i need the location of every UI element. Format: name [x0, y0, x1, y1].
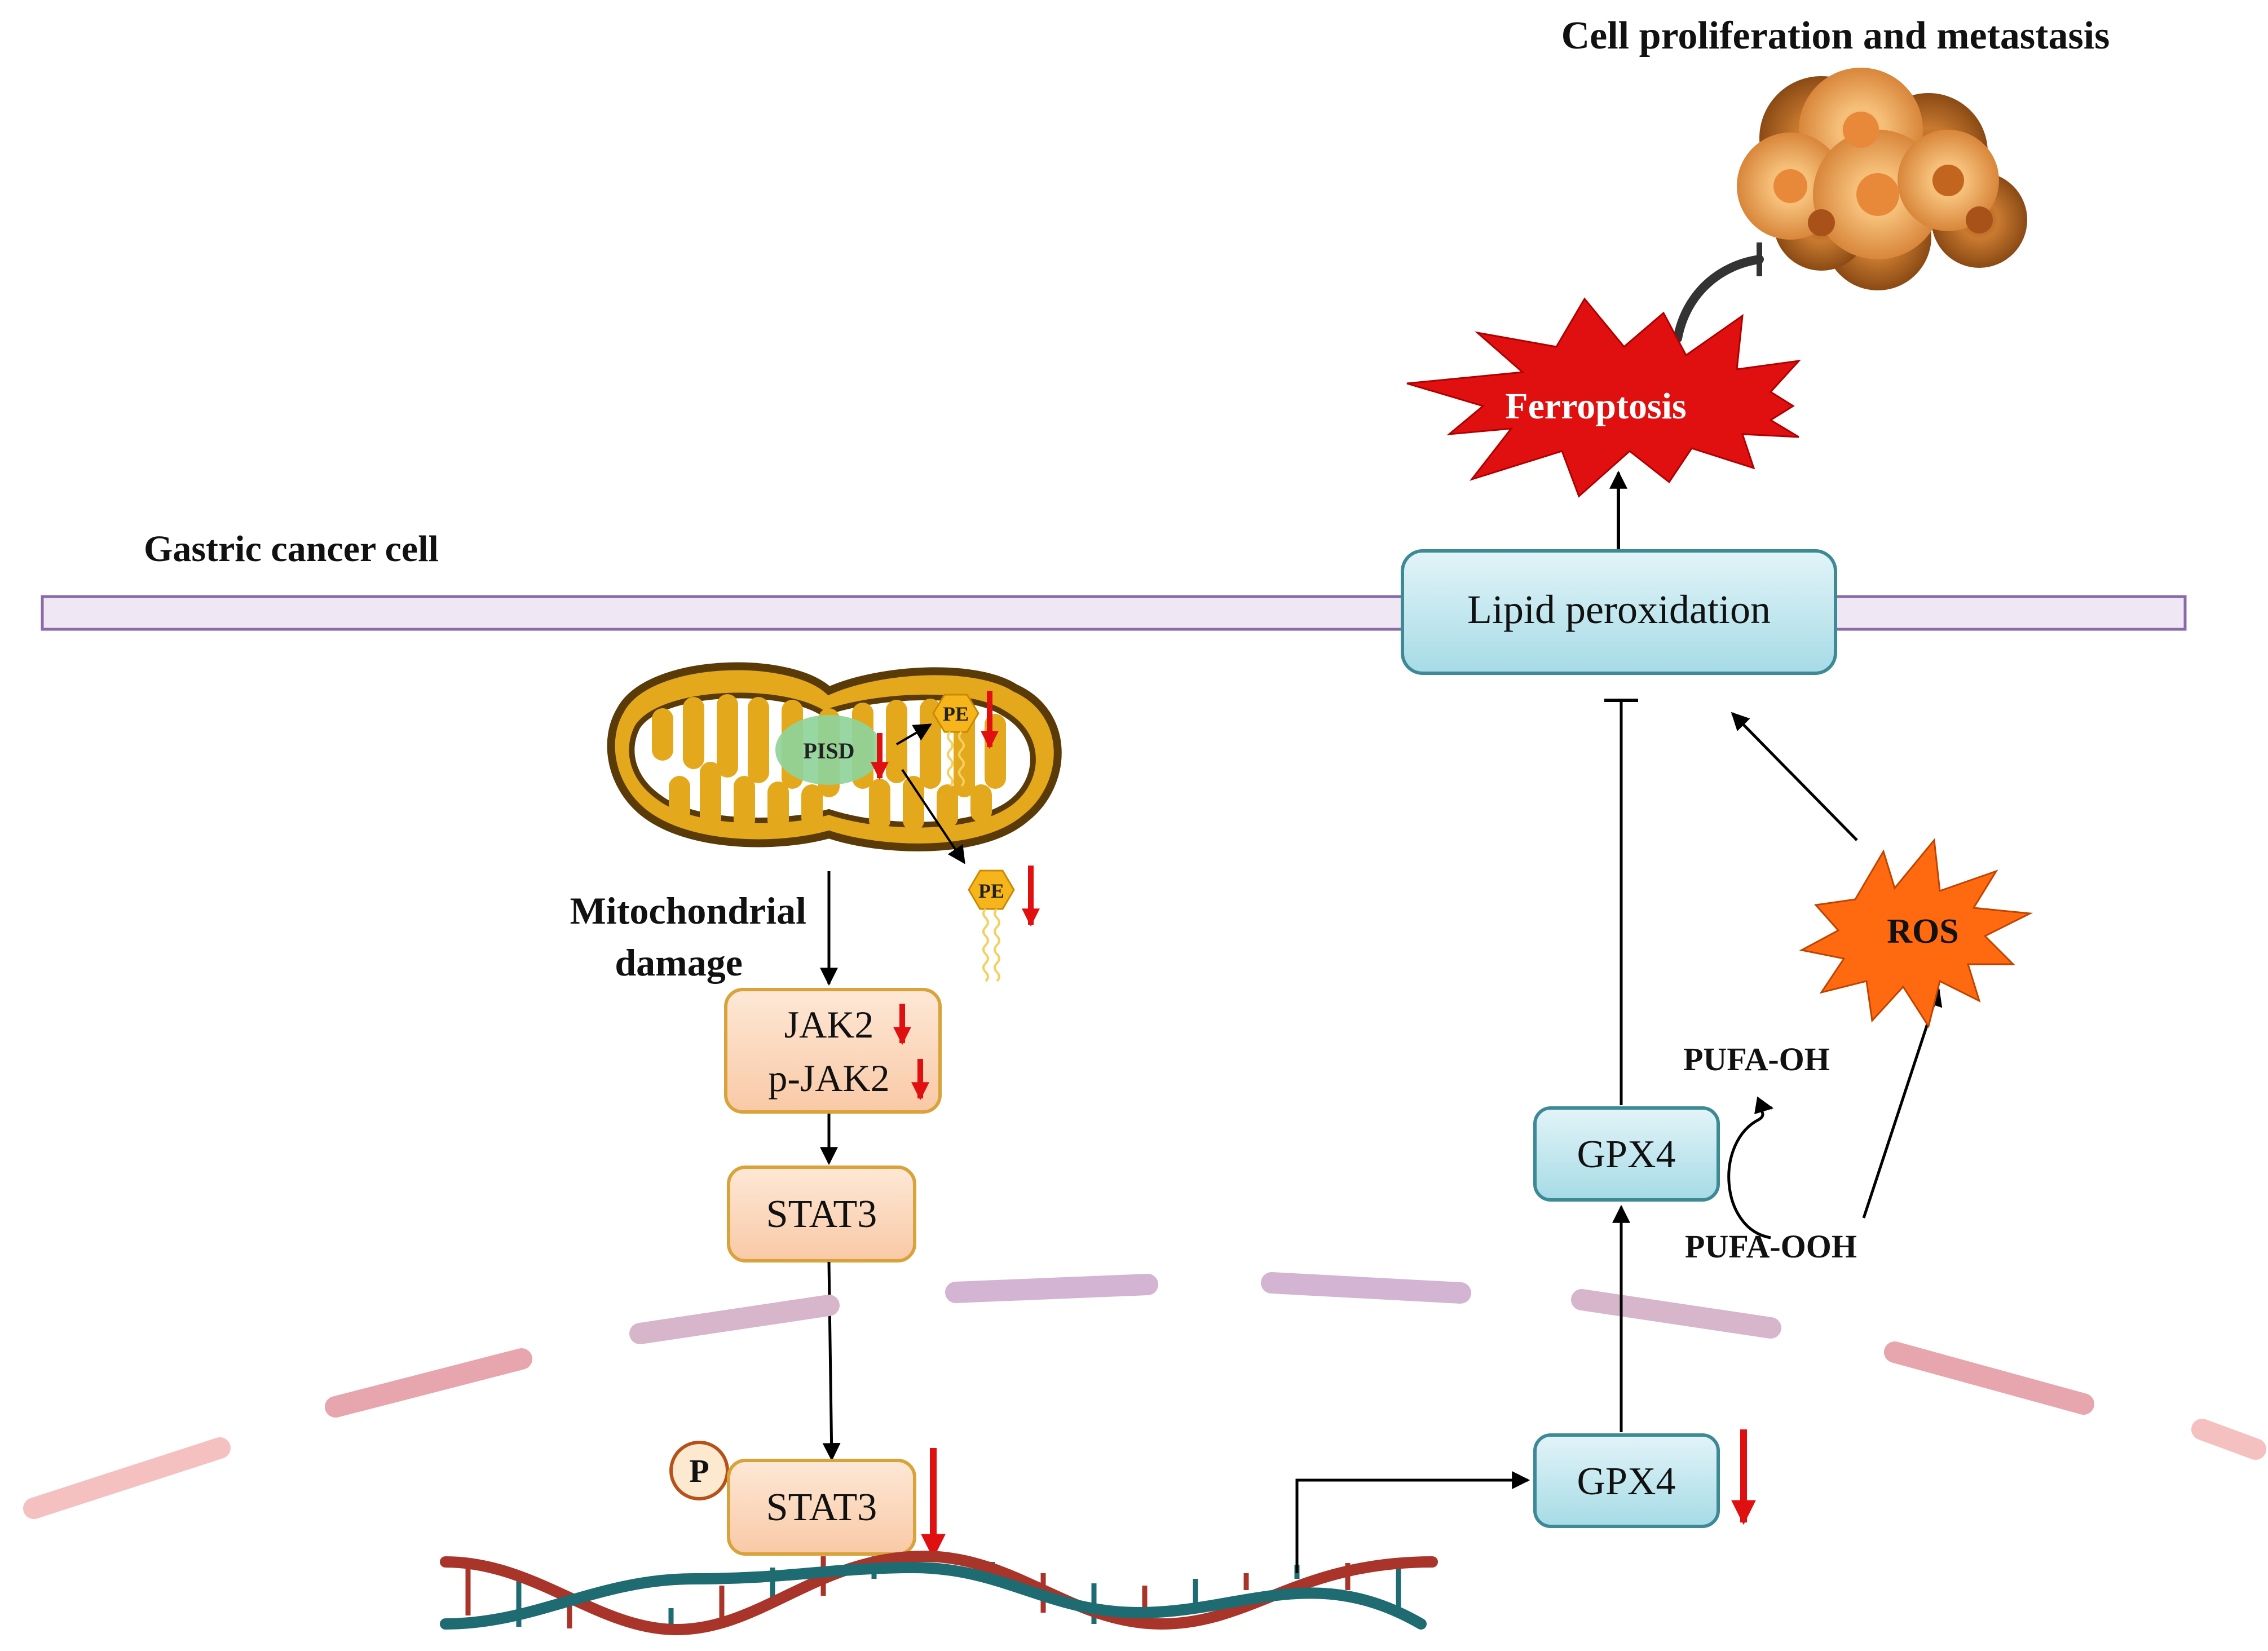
mito-damage-label-line2: damage — [615, 941, 743, 984]
stat3-cytoplasm-label: STAT3 — [766, 1193, 877, 1236]
pufa-oh-label: PUFA-OH — [1683, 1041, 1830, 1078]
ferroptosis-label: Ferroptosis — [1505, 386, 1686, 427]
pe-outer-label: PE — [978, 880, 1004, 902]
pufa-conversion-arc — [1727, 1118, 1771, 1239]
pisd-label: PISD — [803, 738, 854, 763]
stat3-nuclear-box — [727, 1459, 916, 1556]
top-title: Cell proliferation and metastasis — [1561, 14, 2110, 58]
pufa-ooh-label: PUFA-OOH — [1685, 1228, 1857, 1265]
lipid-peroxidation-label: Lipid peroxidation — [1467, 587, 1771, 632]
ros-starburst — [1799, 838, 2033, 1028]
arrow-stat3-to-nuclear-stat3 — [822, 1261, 841, 1462]
arrow-ros-to-lipid — [1731, 712, 1858, 841]
dna-helix-icon — [440, 1550, 1438, 1636]
mito-damage-label-line1: Mitochondrial — [570, 889, 806, 932]
arrow-pufa-ooh-to-ros — [1862, 987, 1943, 1219]
tumor-cell-cluster-icon — [1737, 68, 2027, 290]
gpx4-nuclear-label: GPX4 — [1577, 1460, 1675, 1503]
pisd-enzyme — [775, 715, 883, 785]
p-jak2-label: p-JAK2 — [768, 1057, 889, 1100]
pe-lipid-outer-icon — [968, 869, 1015, 982]
phospho-label: P — [689, 1453, 709, 1489]
pufa-oh-arrow — [1754, 1096, 1774, 1121]
gpx4-cytoplasm-box — [1533, 1106, 1720, 1202]
stat3-cytoplasm-box — [727, 1166, 916, 1262]
pe-inner-label: PE — [943, 703, 969, 725]
ros-label: ROS — [1887, 912, 1958, 951]
cell-membrane — [41, 595, 2187, 631]
gpx4-nuclear-box — [1533, 1433, 1720, 1528]
stat3-nuclear-label: STAT3 — [766, 1486, 877, 1529]
pe-lipid-inner-icon — [932, 694, 979, 787]
arrow-dna-to-gpx4-transcription — [1295, 1471, 1530, 1573]
jak2-label: JAK2 — [784, 1003, 874, 1046]
cell-label: Gastric cancer cell — [144, 528, 439, 570]
ferroptosis-starburst — [1406, 297, 1801, 498]
lipid-peroxidation-box — [1401, 549, 1837, 675]
gpx4-cytoplasm-label: GPX4 — [1577, 1133, 1675, 1176]
phospho-badge — [669, 1441, 729, 1500]
arrow-pisd-to-pe-inner — [895, 723, 932, 745]
nuclear-envelope — [23, 1272, 2266, 1519]
arrow-pisd-to-pe-outer — [901, 769, 965, 864]
jak2-box — [724, 988, 942, 1114]
inhibition-curve-ferroptosis-to-cells — [1673, 255, 1764, 343]
